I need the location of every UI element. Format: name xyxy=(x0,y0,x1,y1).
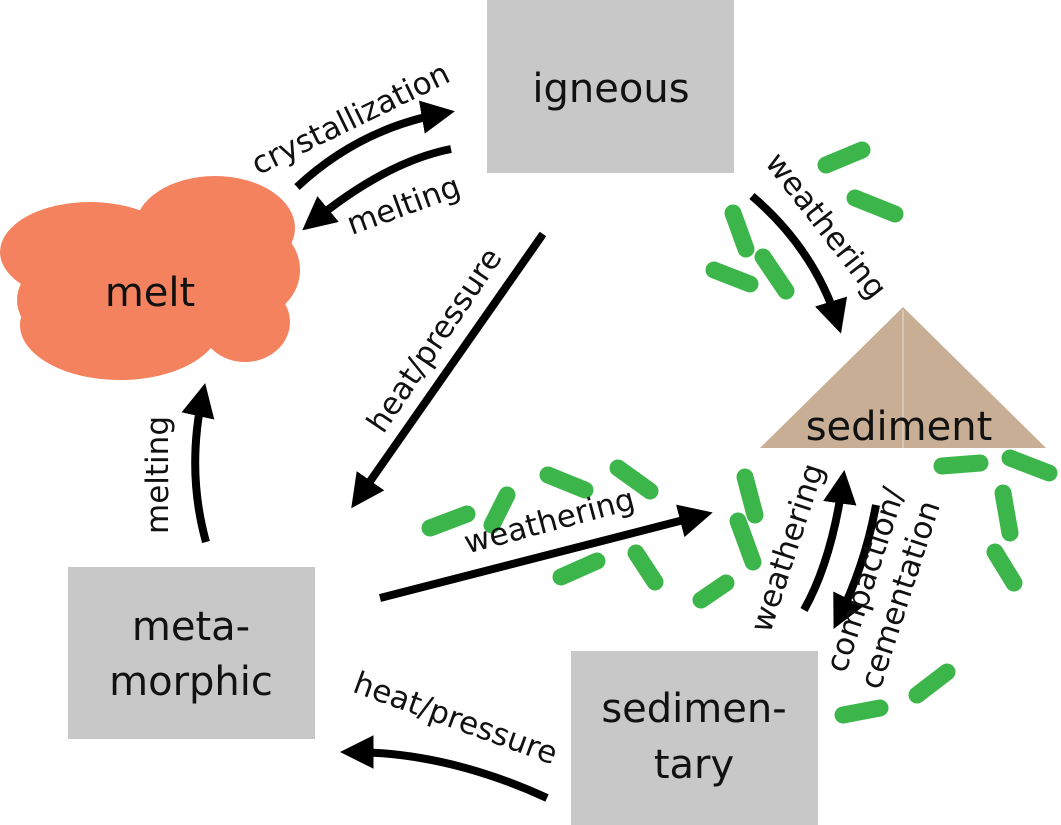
arrow-melting-top xyxy=(302,145,452,231)
arrow-crystallization xyxy=(294,100,455,190)
sedimentary-box xyxy=(571,651,818,825)
arrow-weathering-top-right xyxy=(749,192,848,334)
arrow-compaction-cementation xyxy=(833,504,880,630)
metamorphic-label-line1: meta- xyxy=(132,604,250,650)
sediment-grains xyxy=(421,141,1058,724)
weathering-middle-label: weathering xyxy=(460,481,638,561)
arrow-heat-pressure-diagonal xyxy=(351,231,547,509)
melting-top-label: melting xyxy=(342,169,465,243)
arrow-weathering-middle xyxy=(379,504,713,602)
sedimentary-label-line1: sedimen- xyxy=(601,686,786,732)
process-arrows xyxy=(181,100,880,802)
heat-pressure-diagonal-label: heat/pressure xyxy=(360,242,510,440)
melt-label: melt xyxy=(105,270,195,316)
sedimentary-label-line2: tary xyxy=(654,742,734,788)
melting-left-label: melting xyxy=(140,416,176,534)
arrow-heat-pressure-bottom xyxy=(339,735,549,802)
igneous-label: igneous xyxy=(532,66,689,112)
metamorphic-box xyxy=(68,567,315,739)
melt-blob xyxy=(0,176,300,380)
arrow-weathering-bottom-right xyxy=(800,470,857,612)
sediment-label: sediment xyxy=(806,404,993,450)
arrow-melting-left xyxy=(181,383,215,544)
igneous-box xyxy=(487,0,734,173)
metamorphic-label-line2: morphic xyxy=(109,659,273,705)
